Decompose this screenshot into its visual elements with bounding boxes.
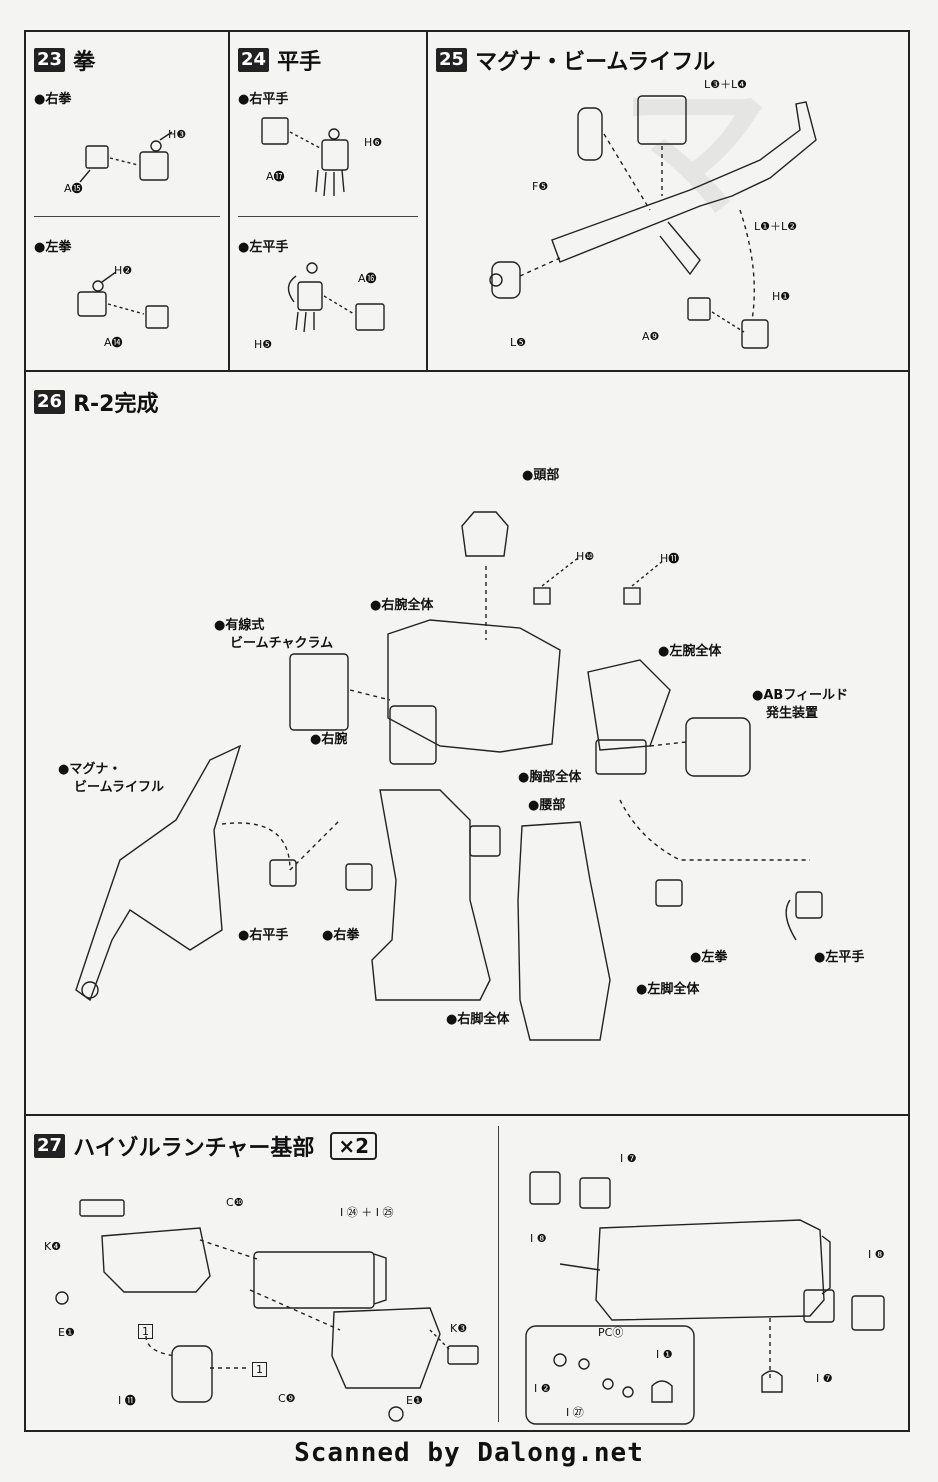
step-title-text: 平手 — [277, 50, 322, 75]
ab-field-label-1: ●ABフィールド — [752, 688, 849, 703]
part-i1: I ❶ — [656, 1348, 673, 1361]
left-fist-label: ●左拳 — [34, 240, 72, 255]
divider — [34, 216, 220, 217]
left-open-hand-label: ●左平手 — [238, 240, 289, 255]
part-i7-b: I ❼ — [816, 1372, 833, 1385]
part-h3: H❸ — [168, 128, 187, 141]
part-h2: H❷ — [114, 264, 133, 277]
part-a17: A⓱ — [266, 170, 285, 183]
part-h1: H❶ — [772, 290, 791, 303]
open-hand-illustration — [261, 117, 385, 333]
right-open-hand-label: ●右平手 — [238, 928, 289, 943]
robot-assembly-illustration — [75, 511, 823, 1041]
step-title-text: ハイゾルランチャー基部 — [73, 1136, 315, 1161]
vertical-divider — [498, 1126, 499, 1422]
part-c9: C❾ — [278, 1392, 296, 1405]
step-number: 24 — [238, 48, 270, 72]
rifle-label-2: ビームライフル — [74, 780, 164, 795]
chest-all-label: ●胸部全体 — [518, 770, 582, 785]
part-h5: H❺ — [254, 338, 273, 351]
step-26-title: 26 R-2完成 — [34, 386, 158, 418]
left-arm-all-label: ●左腕全体 — [658, 644, 722, 659]
part-h6: H❻ — [364, 136, 383, 149]
part-a14: A⓮ — [104, 336, 123, 349]
part-f5: F❺ — [532, 180, 549, 193]
right-fist-label: ●右拳 — [34, 92, 72, 107]
part-i8-b: I ❽ — [868, 1248, 885, 1261]
step-title-text: 拳 — [73, 50, 96, 75]
multiplier-badge: ×2 — [330, 1132, 378, 1160]
part-h10: H❿ — [576, 550, 595, 563]
left-fist-label: ●左拳 — [690, 950, 728, 965]
part-e1-b: E❶ — [406, 1394, 423, 1407]
right-fist-label: ●右拳 — [322, 928, 360, 943]
step-24-title: 24 平手 — [238, 44, 321, 76]
rifle-illustration — [489, 95, 817, 349]
part-l5: L❺ — [510, 336, 526, 349]
step-title-text: R-2完成 — [73, 392, 159, 417]
part-a15: A⓯ — [64, 182, 83, 195]
part-i27: I ㉗ — [566, 1406, 584, 1419]
chakram-label-1: ●有線式 — [214, 618, 265, 633]
right-leg-all-label: ●右脚全体 — [446, 1012, 510, 1027]
scanner-credit-footer: Scanned by Dalong.net — [294, 1438, 644, 1468]
step-number: 23 — [34, 48, 66, 72]
divider — [238, 216, 418, 217]
part-l3-l4: L❸＋L❹ — [704, 78, 747, 91]
step-title-text: マグナ・ビームライフル — [475, 50, 716, 75]
part-i11: I ⓫ — [118, 1394, 136, 1407]
part-k4: K❹ — [44, 1240, 62, 1253]
part-c10: C❿ — [226, 1196, 244, 1209]
part-a9: A❾ — [642, 330, 660, 343]
part-l1-l2: L❶＋L❷ — [754, 220, 797, 233]
head-label: ●頭部 — [522, 468, 560, 483]
step-23-title: 23 拳 — [34, 44, 95, 76]
left-open-hand-label: ●左平手 — [814, 950, 865, 965]
part-pc0: PC⓪ — [598, 1326, 624, 1339]
step-number: 26 — [34, 390, 66, 414]
fist-parts-illustration — [77, 131, 173, 329]
rifle-label-1: ●マグナ・ — [58, 762, 122, 777]
right-arm-all-label: ●右腕全体 — [370, 598, 434, 613]
part-i2: I ❷ — [534, 1382, 551, 1395]
part-i24-i25: I ㉔ ＋ I ㉕ — [340, 1206, 394, 1219]
step-27-panel — [24, 1114, 910, 1432]
part-i7-a: I ❼ — [620, 1152, 637, 1165]
ab-field-label-2: 発生装置 — [766, 706, 819, 721]
part-k3: K❸ — [450, 1322, 468, 1335]
background-watermark: マ — [620, 65, 771, 239]
step-25-title: 25 マグナ・ビームライフル — [436, 44, 715, 76]
part-h11: H⓫ — [660, 552, 680, 565]
marker-1-b: 1 — [252, 1362, 267, 1377]
right-arm-label: ●右腕 — [310, 732, 348, 747]
step-27-title: 27 ハイゾルランチャー基部 ×2 — [34, 1130, 378, 1162]
step-number: 27 — [34, 1134, 66, 1158]
part-i8-a: I ❽ — [530, 1232, 547, 1245]
right-open-hand-label: ●右平手 — [238, 92, 289, 107]
step-number: 25 — [436, 48, 468, 72]
part-e1-a: E❶ — [58, 1326, 75, 1339]
part-a16: A⓰ — [358, 272, 377, 285]
chakram-label-2: ビームチャクラム — [230, 636, 334, 651]
left-leg-all-label: ●左脚全体 — [636, 982, 700, 997]
waist-label: ●腰部 — [528, 798, 566, 813]
launcher-base-illustration — [55, 1171, 885, 1425]
